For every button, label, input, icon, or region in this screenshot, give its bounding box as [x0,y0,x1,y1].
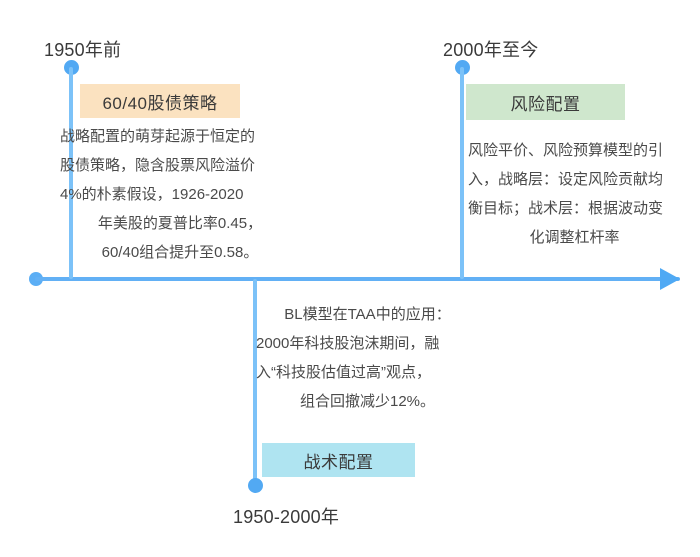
body-line: 战略配置的萌芽起源于恒定的 [60,128,256,145]
connector-2000-present [460,67,464,279]
body-line: 60/40组合提升至0.58。 [101,244,259,261]
body-text-pre-1950: 战略配置的萌芽起源于恒定的 股债策略，隐含股票风险溢价 4%的朴素假设，1926… [60,122,300,267]
body-line: 股债策略，隐含股票风险溢价 [60,157,256,174]
body-text-2000-present: 风险平价、风险预算模型的引 入，战略层：设定风险贡献均 衡目标；战术层：根据波动… [462,136,687,252]
timeline-axis [35,277,680,281]
body-line: 化调整杠杆率 [529,229,620,246]
body-line: 2000年科技股泡沫期间，融 [256,335,440,352]
axis-arrow-icon [660,268,680,290]
period-label-pre-1950: 1950年前 [44,40,122,60]
badge-risk-allocation[interactable]: 风险配置 [466,84,625,120]
badge-strategic-allocation[interactable]: 60/40股债策略 [80,84,240,118]
connector-pre-1950 [69,67,73,279]
body-line: 年美股的夏普比率0.45， [97,215,263,232]
body-text-1950-2000: BL模型在TAA中的应用： 2000年科技股泡沫期间，融 入“科技股估值过高”观… [250,300,485,416]
body-line: 衡目标；战术层：根据波动变 [468,200,664,217]
body-line: 入，战略层：设定风险贡献均 [468,171,664,188]
body-line: 组合回撤减少12%。 [299,393,436,410]
period-label-1950-2000: 1950-2000年 [233,507,340,527]
badge-tactical-allocation[interactable]: 战术配置 [262,443,415,477]
period-label-2000-present: 2000年至今 [443,40,539,60]
body-line: 风险平价、风险预算模型的引 [468,142,664,159]
body-line: BL模型在TAA中的应用： [284,306,451,323]
connector-1950-2000 [253,279,257,487]
body-line: 入“科技股估值过高”观点， [256,364,431,381]
body-line: 4%的朴素假设，1926-2020 [60,186,244,203]
node-dot-1950-2000[interactable] [248,478,263,493]
